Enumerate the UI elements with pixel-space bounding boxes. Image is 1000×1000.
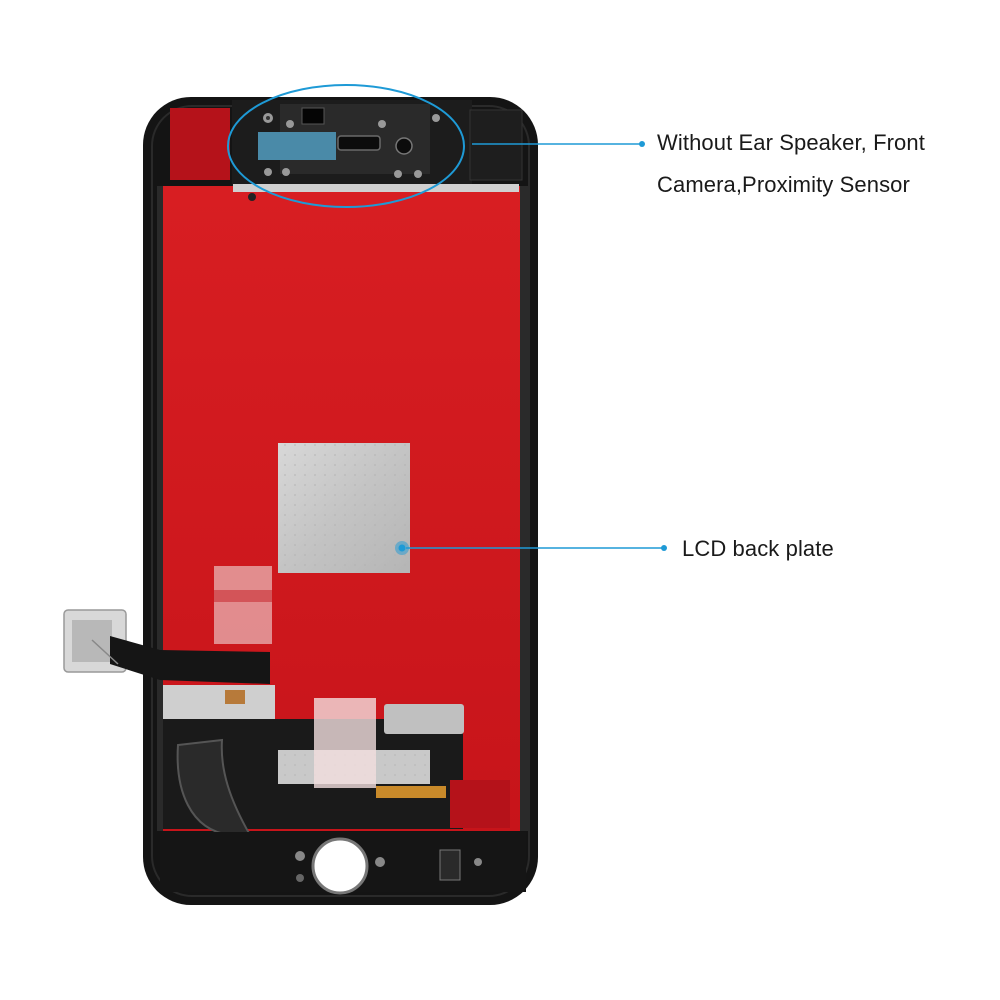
foil-strip-right bbox=[384, 704, 464, 734]
clear-tape-left bbox=[214, 566, 272, 644]
bottom-red-right bbox=[450, 780, 510, 828]
camera-cutout bbox=[301, 107, 325, 125]
sensor-area-highlight bbox=[227, 84, 465, 208]
lower-foil-left bbox=[163, 685, 275, 719]
top-left-red-film bbox=[170, 108, 230, 180]
shield-left-edge bbox=[157, 186, 163, 831]
clear-tape-center bbox=[314, 698, 376, 788]
sensor-callout-line2: Camera,Proximity Sensor bbox=[657, 172, 910, 197]
top-right-bracket bbox=[469, 109, 523, 181]
home-button-hole bbox=[311, 837, 369, 895]
flex-cable bbox=[110, 636, 270, 684]
sensor-slot bbox=[337, 135, 381, 151]
camera-hole bbox=[395, 137, 413, 155]
blue-flex-tape bbox=[258, 132, 336, 160]
back-plate-callout-label: LCD back plate bbox=[682, 528, 982, 570]
shield-top-strip bbox=[233, 184, 519, 192]
bottom-connector bbox=[439, 849, 461, 881]
shield-right-edge bbox=[520, 186, 528, 831]
sensor-callout-line1: Without Ear Speaker, Front bbox=[657, 130, 925, 155]
connector-gold bbox=[376, 786, 446, 798]
back-plate-label: LCD back plate bbox=[682, 536, 834, 561]
sensor-callout-label: Without Ear Speaker, Front Camera,Proxim… bbox=[657, 122, 987, 206]
